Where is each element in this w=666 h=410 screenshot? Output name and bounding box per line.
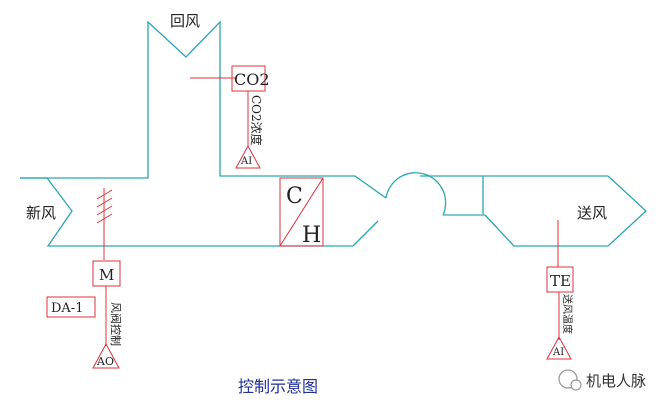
te-vertical-label: 送风温度 (561, 294, 574, 334)
return-riser-left (20, 20, 355, 179)
te-ai-triangle (546, 335, 572, 360)
co2-label: CO2 (234, 70, 270, 89)
watermark-text: 机电人脉 (586, 372, 646, 390)
coil-box (279, 177, 324, 247)
fan-housing (385, 172, 447, 216)
fan-inlet-top (354, 175, 387, 199)
te-label: TE (550, 272, 571, 290)
damper-ao-triangle (92, 342, 120, 369)
damper-tag-box (46, 296, 96, 318)
co2-ai-label: AI (240, 156, 252, 167)
damper-blade-4 (96, 213, 113, 224)
chat-bubble-icon-small (570, 379, 582, 391)
damper-ao-label: AO (96, 355, 114, 368)
actuator-label: M (99, 266, 114, 284)
co2-ai-triangle (235, 144, 261, 169)
coil-diagonal (279, 177, 324, 247)
supply-air-label: 送风 (577, 204, 607, 222)
te-ai-label: AI (552, 347, 564, 358)
damper-blade-3 (96, 205, 113, 216)
duct-system (20, 20, 647, 247)
damper-vertical-label: 风阀控制 (109, 302, 123, 346)
damper-blade-2 (96, 197, 113, 208)
fresh-air-damper: M DA-1 风阀控制 AO (46, 188, 123, 369)
co2-sensor: CO2 CO2浓度 AI (190, 65, 270, 169)
coil-section: C H (279, 177, 324, 248)
fan-inlet-bottom (352, 220, 379, 247)
damper-tag-label: DA-1 (51, 301, 83, 316)
fresh-air-label: 新风 (26, 204, 56, 222)
chat-bubble-icon (558, 369, 578, 389)
supply-duct-outline (484, 175, 647, 247)
te-box (546, 266, 574, 293)
diagram-caption: 控制示意图 (238, 377, 318, 396)
cooling-label: C (286, 184, 303, 209)
watermark: 机电人脉 (558, 369, 646, 391)
return-air-label: 回风 (170, 12, 200, 30)
supply-temp-sensor: TE 送风温度 AI (546, 220, 574, 360)
co2-vertical-label: CO2浓度 (249, 95, 264, 146)
damper-blade-1 (96, 189, 113, 200)
heating-label: H (302, 223, 321, 248)
